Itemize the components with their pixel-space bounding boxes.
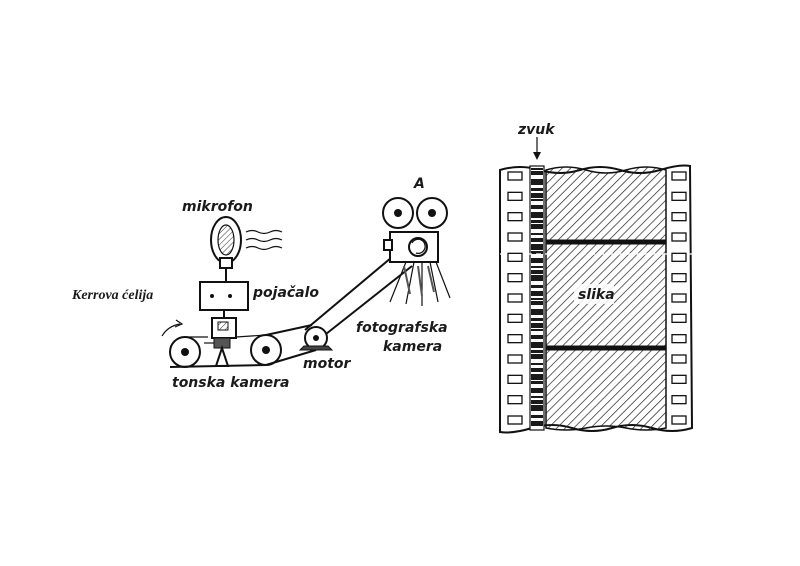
sound-track-band <box>531 354 543 359</box>
sound-track-band <box>531 168 543 170</box>
right-perforations <box>671 171 687 425</box>
sound-track-band <box>531 318 543 321</box>
sound-track-band <box>531 258 543 263</box>
perforation <box>671 354 687 364</box>
perforation <box>507 212 523 222</box>
sound-track-band <box>531 350 543 353</box>
sound-track-band <box>531 270 543 274</box>
kerr-cell-icon <box>204 317 237 367</box>
perforation <box>671 313 687 323</box>
sound-track-band <box>531 171 543 175</box>
drive-belt <box>265 324 317 366</box>
left-perforations <box>507 171 523 425</box>
sound-track-band <box>531 363 543 365</box>
label-microphone: mikrofon <box>182 199 253 215</box>
sound-track-band <box>531 233 543 235</box>
sound-camera <box>161 319 282 368</box>
sound-track-band <box>531 381 543 384</box>
sound-track-band <box>531 238 543 242</box>
sound-track-band <box>531 374 543 380</box>
perforation <box>507 374 523 384</box>
label-amplifier: pojačalo <box>252 285 319 301</box>
perforation <box>507 252 523 262</box>
perforation <box>671 212 687 222</box>
sound-track-band <box>531 368 543 372</box>
perforation <box>507 334 523 344</box>
camera-belt <box>304 251 413 335</box>
sound-track-band <box>531 193 543 198</box>
perforation <box>671 293 687 303</box>
label-motor: motor <box>303 356 352 372</box>
sound-track-band <box>531 388 543 393</box>
sound-waves-icon <box>245 229 283 251</box>
perforation <box>507 395 523 405</box>
perforation <box>671 171 687 181</box>
perforation <box>671 415 687 425</box>
sound-track-band <box>531 342 543 348</box>
sound-track-band <box>531 329 543 331</box>
perforation <box>671 273 687 283</box>
perforation <box>671 232 687 242</box>
sound-track-band <box>531 251 543 254</box>
perforation <box>507 171 523 181</box>
recording-apparatus <box>161 197 451 368</box>
perforation <box>507 273 523 283</box>
perforation <box>671 374 687 384</box>
perforation <box>507 415 523 425</box>
perforation <box>507 354 523 364</box>
sound-track-band <box>531 405 543 411</box>
sound-track-band <box>531 396 543 398</box>
sound-track-band <box>531 275 543 281</box>
sound-track-band <box>531 220 543 223</box>
sound-track-band <box>531 266 543 268</box>
microphone-icon <box>210 216 242 282</box>
sound-track-band <box>531 301 543 305</box>
sound-track-band <box>531 309 543 315</box>
sound-track-band <box>531 291 543 296</box>
perforation <box>671 395 687 405</box>
perforation <box>671 334 687 344</box>
sound-track-band <box>531 224 543 229</box>
film-strip <box>499 164 694 434</box>
label-image: slika <box>578 287 615 303</box>
sound-track-band <box>531 323 543 328</box>
perforation <box>671 191 687 201</box>
sound-track-band <box>531 188 543 191</box>
sound-track-band <box>531 285 543 288</box>
sound-track-band <box>531 421 543 426</box>
sound-track-band <box>531 335 543 339</box>
sound-track-band <box>531 199 543 201</box>
sound-track-band <box>531 298 543 300</box>
label-camera: kamera <box>383 339 442 355</box>
sound-arrow-icon <box>533 137 541 160</box>
label-kerr-cell: Kerrova ćelija <box>71 288 153 303</box>
perforation <box>507 313 523 323</box>
perforation <box>507 191 523 201</box>
label-sound: zvuk <box>517 122 556 138</box>
label-camera-letter: A <box>413 176 425 192</box>
perforation <box>507 232 523 242</box>
motor-icon <box>298 326 334 351</box>
sound-track-band <box>531 212 543 218</box>
amplifier-box <box>199 281 249 322</box>
sound-track-band <box>531 415 543 418</box>
label-photographic: fotografska <box>356 320 448 336</box>
sound-track-band <box>531 179 543 185</box>
sound-track-band <box>531 400 543 404</box>
film-camera-icon <box>382 197 451 306</box>
sound-track-band <box>531 205 543 209</box>
perforation <box>671 252 687 262</box>
sound-track-band <box>531 244 543 250</box>
perforation <box>507 293 523 303</box>
label-sound-camera: tonska kamera <box>172 375 289 391</box>
